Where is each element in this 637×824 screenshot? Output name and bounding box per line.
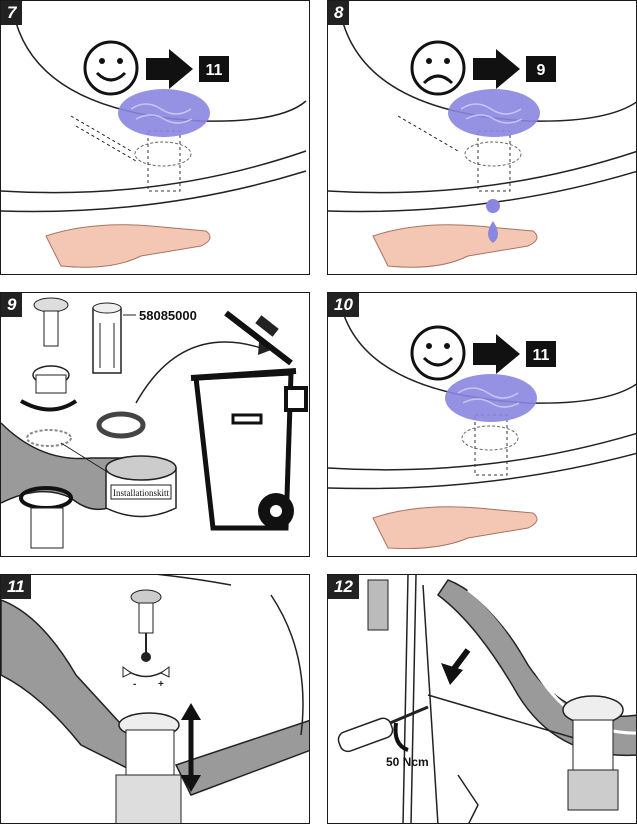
- part-number-label: 58085000: [139, 308, 197, 323]
- smiley-face-icon: [410, 325, 466, 381]
- drain-plug-water: [445, 374, 537, 422]
- step-panel-12: 50 Ncm 12: [327, 574, 637, 824]
- screwdriver-icon: [337, 705, 429, 753]
- step-number: 10: [328, 293, 359, 317]
- step-number: 9: [1, 293, 23, 317]
- hand-illustration: [45, 224, 211, 268]
- sad-face-icon: [410, 40, 466, 96]
- goto-step-label: 11: [533, 347, 550, 364]
- goto-step-box: [526, 341, 556, 367]
- rotate-arrows-icon: [125, 669, 167, 678]
- arrow-right-icon: [146, 49, 193, 89]
- ring-washer-icon: [96, 411, 146, 439]
- step-number: 11: [1, 575, 31, 599]
- arrow-right-icon: [473, 334, 520, 374]
- water-drop-icon: [488, 221, 498, 243]
- step-panel-7: 11 7: [0, 0, 310, 275]
- parts-illustration: 58085000 Installationskitt: [1, 297, 308, 549]
- step-panel-11: - + 11: [0, 574, 310, 824]
- down-arrow-icon: [441, 648, 471, 685]
- step-number: 8: [328, 1, 350, 25]
- putty-label: Installationskitt: [113, 488, 169, 498]
- up-down-arrow-icon: [181, 703, 201, 792]
- spare-part-icon: [92, 302, 122, 374]
- drain-assembly-icon: [562, 695, 624, 811]
- minus-label: -: [133, 679, 136, 690]
- water-drop-icon: [486, 199, 500, 213]
- step-number: 12: [328, 575, 359, 599]
- step-panel-8: 9 8: [327, 0, 637, 275]
- step-number: 7: [1, 1, 23, 25]
- goto-step-box: [526, 56, 556, 82]
- torque-illustration: 50 Ncm: [337, 575, 636, 823]
- basin-illustration: 11: [1, 1, 307, 268]
- waste-bin-icon: [190, 310, 308, 531]
- torque-label: 50 Ncm: [386, 755, 429, 769]
- hand-illustration: [372, 224, 538, 268]
- drain-plug-icon: [20, 297, 78, 412]
- goto-step-label: 9: [537, 62, 546, 79]
- hand-illustration: [372, 506, 538, 550]
- putty-can-icon: Installationskitt: [105, 455, 177, 518]
- basin-illustration: 11: [328, 293, 636, 550]
- arrow-right-icon: [473, 49, 520, 89]
- step-panel-9: 58085000 Installationskitt 9: [0, 292, 310, 557]
- plus-label: +: [158, 679, 164, 690]
- step-panel-10: 11 10: [327, 292, 637, 557]
- drain-plug-icon: [130, 589, 162, 662]
- seal-ring-icon: [26, 429, 72, 447]
- drain-plug-water: [448, 89, 540, 137]
- smiley-face-icon: [83, 40, 139, 96]
- basin-illustration: 9: [328, 1, 636, 268]
- plug-adjust-illustration: - +: [1, 575, 309, 823]
- drain-plug-water: [118, 89, 210, 137]
- goto-step-box: [199, 56, 229, 82]
- goto-step-label: 11: [206, 62, 223, 79]
